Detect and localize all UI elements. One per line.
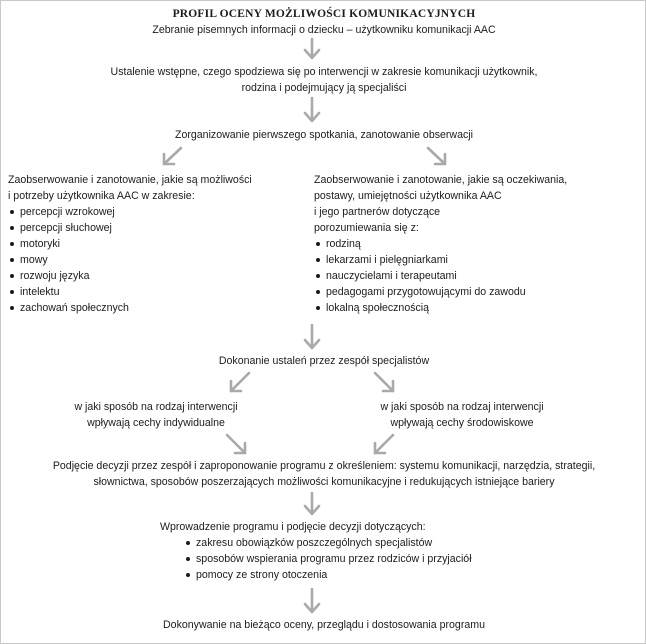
step-collect-info: Zebranie pisemnych informacji o dziecku … (152, 24, 496, 36)
individual-features-line-2: wpływają cechy indywidualne (87, 417, 225, 429)
step-team-findings: Dokonanie ustaleń przez zespół specjalis… (218, 355, 430, 367)
step-first-meeting: Zorganizowanie pierwszego spotkania, zan… (175, 129, 473, 141)
list-item: rozwoju języka (8, 268, 252, 284)
diagram-title: PROFIL OCENY MOŻLIWOŚCI KOMUNIKACYJNYCH (172, 8, 476, 20)
list-item: zakresu obowiązków poszczególnych specja… (184, 535, 472, 551)
step-team-decision-line-1: Podjęcie decyzji przez zespół i zapropon… (52, 460, 596, 472)
right-observation-line-3: i jego partnerów dotyczące (314, 206, 441, 218)
abilities-list: percepcji wzrokowej percepcji słuchowej … (8, 204, 252, 316)
arrow-down-left-icon (373, 433, 395, 455)
list-item: pedagogami przygotowującymi do zawodu (314, 284, 567, 300)
step-program-implementation: Wprowadzenie programu i podjęcie decyzji… (160, 519, 472, 583)
list-item: percepcji słuchowej (8, 220, 252, 236)
arrow-down-right-icon (225, 433, 247, 455)
arrow-down-icon (303, 587, 321, 614)
list-item: mowy (8, 252, 252, 268)
step-team-decision: Podjęcie decyzji przez zespół i zapropon… (1, 458, 646, 490)
environmental-features-impact: w jaki sposób na rodzaj interwencji wpły… (327, 399, 597, 431)
list-item: lokalną społecznością (314, 300, 567, 316)
left-observation-line-1: Zaobserwowanie i zanotowanie, jakie są m… (8, 174, 252, 186)
program-implementation-heading: Wprowadzenie programu i podjęcie decyzji… (160, 521, 426, 533)
list-item: sposobów wspierania programu przez rodzi… (184, 551, 472, 567)
arrow-down-icon (303, 323, 321, 350)
left-observation-line-2: i potrzeby użytkownika AAC w zakresie: (8, 190, 195, 202)
arrow-down-icon (303, 96, 321, 123)
list-item: percepcji wzrokowej (8, 204, 252, 220)
right-observation-line-4: porozumiewania się z: (314, 222, 419, 234)
right-observation-line-2: postawy, umiejętności użytkownika AAC (314, 190, 502, 202)
environmental-features-line-2: wpływają cechy środowiskowe (390, 417, 534, 429)
list-item: pomocy ze strony otoczenia (184, 567, 472, 583)
arrow-down-left-icon (162, 146, 183, 166)
step-initial-expectations-line-1: Ustalenie wstępne, czego spodziewa się p… (110, 66, 538, 78)
individual-features-line-1: w jaki sposób na rodzaj interwencji (74, 401, 238, 413)
arrow-down-icon (303, 491, 321, 516)
step-initial-expectations-line-2: rodzina i podejmujący ją specjaliści (241, 82, 407, 94)
list-item: zachowań społecznych (8, 300, 252, 316)
arrow-down-icon (303, 37, 321, 60)
list-item: rodziną (314, 236, 567, 252)
environmental-features-line-1: w jaki sposób na rodzaj interwencji (380, 401, 544, 413)
arrow-down-left-icon (229, 371, 251, 393)
list-item: nauczycielami i terapeutami (314, 268, 567, 284)
list-item: lekarzami i pielęgniarkami (314, 252, 567, 268)
arrow-down-right-icon (373, 371, 395, 393)
partners-list: rodziną lekarzami i pielęgniarkami naucz… (314, 236, 567, 316)
step-team-decision-line-2: słownictwa, sposobów poszerzających możl… (93, 476, 555, 488)
list-item: intelektu (8, 284, 252, 300)
right-observation-line-1: Zaobserwowanie i zanotowanie, jakie są o… (314, 174, 568, 186)
list-item: motoryki (8, 236, 252, 252)
step-initial-expectations: Ustalenie wstępne, czego spodziewa się p… (1, 64, 646, 96)
step-ongoing-review: Dokonywanie na bieżąco oceny, przeglądu … (163, 619, 485, 631)
decisions-list: zakresu obowiązków poszczególnych specja… (184, 535, 472, 583)
individual-features-impact: w jaki sposób na rodzaj interwencji wpły… (21, 399, 291, 431)
arrow-down-right-icon (426, 146, 447, 166)
right-observation-block: Zaobserwowanie i zanotowanie, jakie są o… (314, 172, 567, 316)
left-observation-block: Zaobserwowanie i zanotowanie, jakie są m… (8, 172, 252, 316)
